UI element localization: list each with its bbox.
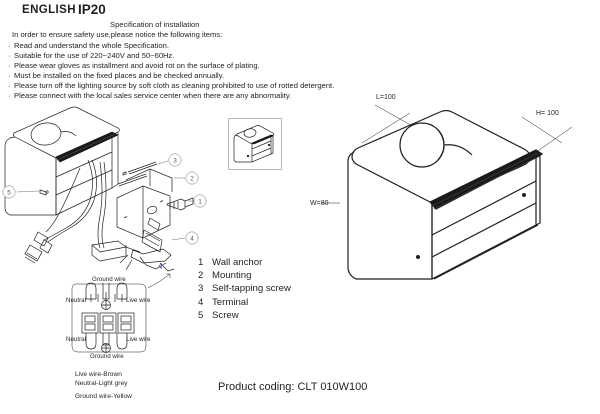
bullet-text: Must be installed on the fixed places an… — [14, 71, 225, 80]
product-dimension-drawing — [300, 95, 600, 310]
live-wire-top-label: Live wire — [126, 297, 151, 304]
legend-number: 5 — [198, 309, 204, 321]
wire-legend-line: Ground wire-Yellow — [75, 392, 132, 400]
parts-legend: 1 Wall anchor 2 Mounting 3 Self-tapping … — [198, 256, 291, 322]
ip-rating-label: IP20 — [78, 2, 106, 17]
bullet-text: Suitable for the use of 220~240V and 50~… — [14, 51, 175, 60]
callout-5: 5 — [7, 189, 11, 196]
bullet-item: ·Please wear gloves as installment and a… — [8, 61, 260, 70]
legend-label: Self-tapping screw — [212, 283, 291, 295]
legend-item: 2 Mounting — [198, 269, 291, 282]
callout-4: 4 — [190, 235, 194, 242]
legend-item: 3 Self-tapping screw — [198, 282, 291, 295]
language-label: ENGLISH — [22, 4, 76, 16]
terminal-wiring-diagram — [60, 272, 180, 364]
intro-text: In order to ensure safety use,please not… — [12, 30, 223, 39]
legend-number: 4 — [198, 296, 204, 308]
ground-wire-top-label: Ground wire — [92, 276, 126, 283]
bullet-item: ·Suitable for the use of 220~240V and 50… — [8, 51, 175, 60]
bullet-item: ·Please connect with the local sales ser… — [8, 91, 292, 100]
exploded-assembly-diagram: 5 3 2 — [0, 100, 230, 285]
product-coding-label: Product coding: CLT 010W100 — [218, 381, 368, 393]
bullet-text: Read and understand the whole Specificat… — [14, 41, 169, 50]
bullet-item: ·Please turn off the lighting source by … — [8, 81, 335, 90]
callout-1: 1 — [198, 198, 202, 205]
wire-legend-line: Neutral-Light grey — [75, 380, 128, 388]
live-wire-bottom-label: Live wire — [126, 336, 151, 343]
bullet-item: ·Must be installed on the fixed places a… — [8, 71, 225, 80]
dimension-length-label: L=100 — [376, 94, 396, 101]
legend-number: 2 — [198, 270, 204, 282]
wire-color-legend: Live wire-Brown Neutral-Light grey Groun… — [75, 370, 132, 401]
dimension-width-label: W=80 — [310, 200, 329, 207]
legend-number: 3 — [198, 283, 204, 295]
bullet-item: ·Read and understand the whole Specifica… — [8, 41, 169, 50]
legend-label: Terminal — [212, 296, 249, 308]
bullet-text: Please turn off the lighting source by s… — [14, 81, 335, 90]
bullet-text: Please connect with the local sales serv… — [14, 91, 292, 100]
terminal-callout-4: 4 — [158, 262, 163, 271]
legend-number: 1 — [198, 257, 204, 268]
legend-item: 4 Terminal — [198, 296, 291, 309]
ground-wire-bottom-label: Ground wire — [90, 353, 124, 360]
dimension-height-label: H= 100 — [536, 110, 559, 117]
neutral-top-label: Neutral — [66, 297, 86, 304]
bullet-text: Please wear gloves as installment and av… — [14, 61, 260, 70]
product-inset-thumbnail — [228, 118, 282, 170]
legend-item: 1 Wall anchor — [198, 256, 291, 269]
legend-item: 5 Screw — [198, 309, 291, 322]
spec-title: Specification of installation — [110, 20, 200, 29]
legend-label: Screw — [212, 309, 239, 321]
callout-3: 3 — [173, 157, 177, 164]
neutral-bottom-label: Neutral — [66, 336, 86, 343]
legend-label: Wall anchor — [212, 257, 263, 268]
legend-label: Mounting — [212, 270, 252, 282]
wire-legend-line: Live wire-Brown — [75, 371, 122, 378]
callout-2: 2 — [190, 175, 194, 182]
